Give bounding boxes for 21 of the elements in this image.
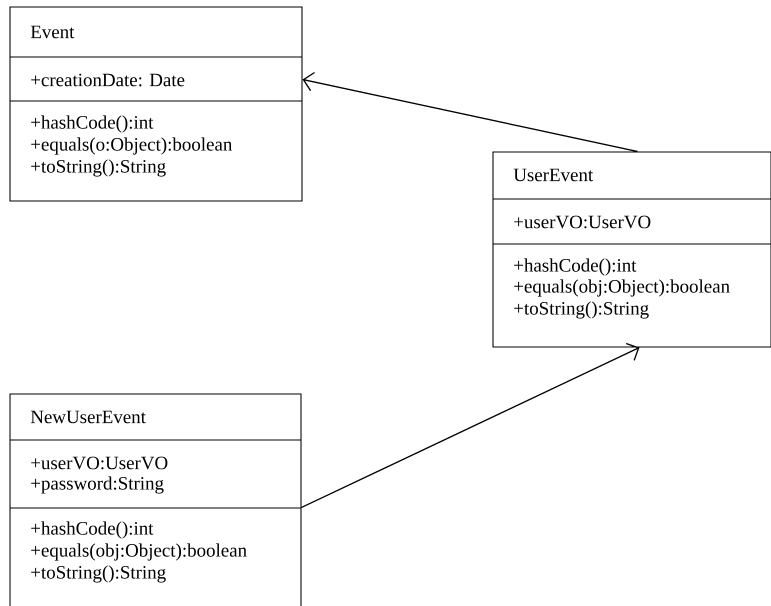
member-text: +toString():String [31, 159, 166, 177]
member-text: +equals(o:Object):boolean [31, 137, 232, 155]
member-text: +hashCode():int [31, 115, 154, 133]
class-name: NewUserEvent [30, 410, 146, 424]
member-text: +hashCode():int [31, 521, 154, 539]
member-text: +toString():String [31, 565, 166, 583]
member-text: +userVO:UserVO [514, 216, 650, 228]
member-text: +equals(obj:Object):boolean [31, 543, 247, 561]
class-box [9, 393, 302, 606]
inheritance-arrow [302, 72, 638, 152]
class-box [492, 151, 771, 348]
member-text: +userVO:UserVO [31, 456, 168, 470]
class-name: UserEvent [514, 168, 594, 182]
member-text: +creationDate: Date [31, 74, 184, 86]
class-box [9, 6, 303, 202]
member-text: +toString():String [514, 301, 649, 319]
member-text: +equals(obj:Object):boolean [514, 279, 730, 297]
class-name: Event [30, 26, 74, 38]
member-text: +password:String [31, 476, 164, 494]
member-text: +hashCode():int [514, 258, 636, 276]
inheritance-arrow [301, 342, 640, 508]
